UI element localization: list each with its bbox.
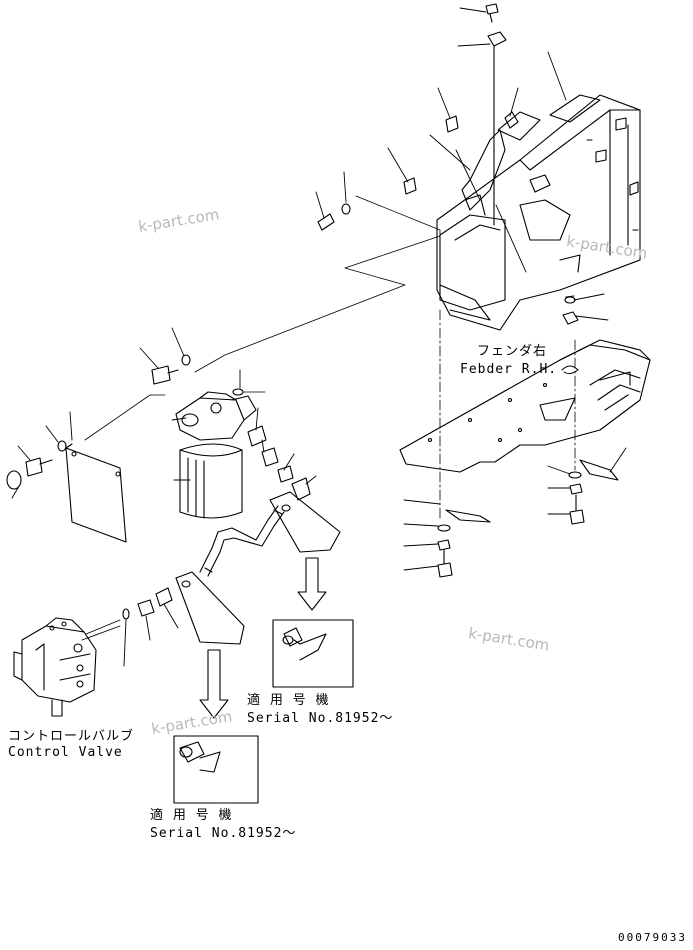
leader-lines-hose — [81, 603, 179, 667]
top-bolt — [485, 3, 507, 226]
leader-lines-plate — [11, 411, 73, 499]
leader-lines-filter — [139, 327, 317, 485]
plate-bolt — [6, 440, 67, 490]
center-lines — [84, 195, 576, 521]
control-valve-body — [13, 617, 97, 717]
filter-head — [175, 391, 257, 441]
fender-label-en: Febder R.H. — [460, 362, 558, 377]
arrow-to-detail-top — [297, 557, 327, 611]
fender-label-jp: フェンダ右 — [477, 344, 548, 359]
drawing-code: 00079033 — [618, 931, 687, 944]
fender-clips — [317, 111, 579, 325]
valve-leader — [85, 619, 121, 635]
detail-box-top — [272, 619, 354, 688]
leader-lines-fender — [403, 447, 627, 571]
hose-main — [199, 505, 285, 577]
filter-bolts — [151, 354, 191, 385]
bracket-lower — [175, 571, 245, 645]
serial-label-top-en: Serial No.81952～ — [247, 711, 394, 726]
detail-box-bottom — [173, 735, 259, 804]
control-valve-label-en: Control Valve — [8, 745, 123, 760]
arrow-to-detail-bottom — [199, 649, 229, 719]
connector-fittings — [122, 587, 173, 620]
fender-stays — [445, 459, 619, 523]
fender-pointer — [561, 365, 579, 375]
fender-fasteners — [437, 471, 585, 578]
bracket-upper — [269, 491, 341, 553]
filter-cartridge — [179, 443, 243, 519]
serial-label-bottom-jp: 適 用 号 機 — [150, 808, 233, 823]
cab-support-bracket — [436, 94, 641, 331]
serial-label-bottom-en: Serial No.81952～ — [150, 826, 297, 841]
serial-label-top-jp: 適 用 号 機 — [247, 693, 330, 708]
filter-fittings — [232, 388, 311, 501]
leader-lines-upper — [315, 7, 609, 321]
mounting-plate — [65, 443, 127, 543]
fender-rh — [399, 339, 651, 473]
control-valve-label-jp: コントロールバルブ — [8, 729, 135, 744]
